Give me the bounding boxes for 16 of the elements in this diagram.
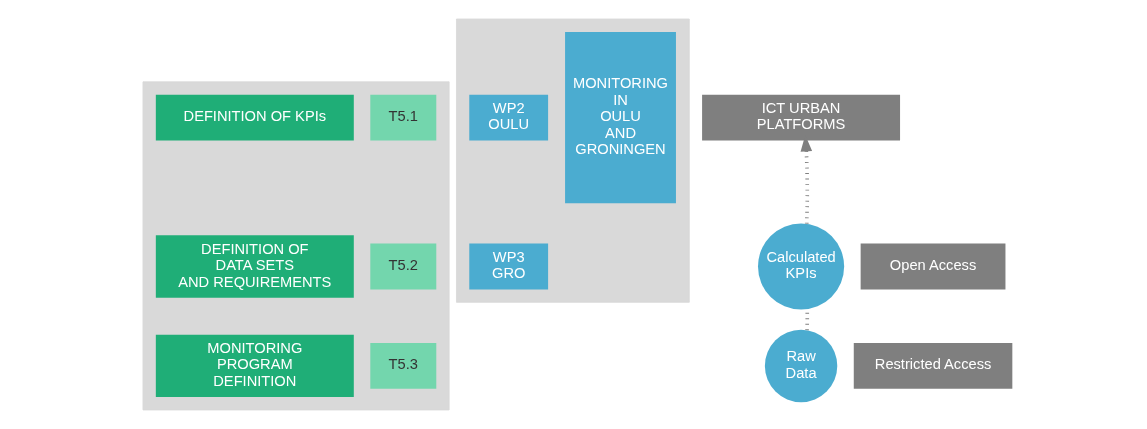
node-box: Open Access — [860, 243, 1005, 290]
node-box: MONITORING IN OULU AND GRONINGEN — [564, 31, 676, 204]
node-circle: Raw Data — [764, 329, 837, 403]
cluster — [455, 18, 690, 303]
node-circle: Calculated KPIs — [757, 223, 844, 310]
cluster — [142, 81, 450, 411]
node-box: DEFINITION OF DATA SETS AND REQUIREMENTS — [155, 235, 354, 298]
node-box: ICT URBAN PLATFORMS — [701, 94, 900, 141]
node-box: WP3 GRO — [468, 243, 548, 290]
node-box: Restricted Access — [853, 343, 1012, 389]
node-box: T5.3 — [369, 343, 436, 389]
node-box: WP2 OULU — [468, 94, 548, 141]
node-box: DEFINITION OF KPIs — [155, 94, 354, 141]
node-box: MONITORING PROGRAM DEFINITION — [155, 334, 354, 398]
node-box: T5.1 — [369, 94, 436, 141]
node-box: T5.2 — [369, 243, 436, 290]
